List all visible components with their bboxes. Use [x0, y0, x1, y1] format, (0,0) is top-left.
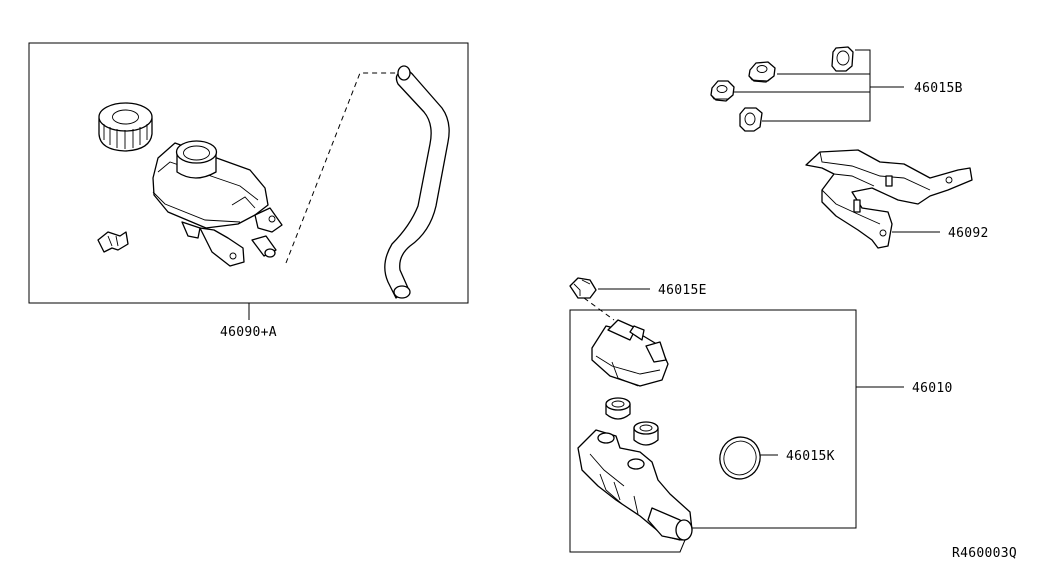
reservoir-tank[interactable] [152, 140, 283, 267]
flange-nut-top[interactable] [748, 61, 776, 83]
reservoir-seal-1[interactable] [605, 397, 631, 420]
o-ring[interactable] [714, 431, 766, 484]
label-46015K: 46015K [786, 449, 835, 464]
label-46090A: 46090+A [220, 325, 277, 340]
diagram-code: R460003Q [952, 546, 1017, 561]
reservoir-group: 46090+A [28, 42, 469, 340]
grommet-dashed [583, 297, 615, 321]
mc-reservoir[interactable] [591, 319, 669, 387]
label-46010: 46010 [912, 381, 953, 396]
label-46015B: 46015B [914, 81, 963, 96]
label-46015E: 46015E [658, 283, 707, 298]
master-cylinder-body[interactable] [577, 429, 693, 541]
flange-nut-mid[interactable] [710, 80, 735, 102]
reservoir-clip[interactable] [97, 231, 129, 253]
hose-connection-dashed [285, 72, 398, 264]
grommet[interactable] [569, 277, 597, 299]
reservoir-cap[interactable] [98, 102, 153, 152]
bracket-group: 46092 [805, 149, 989, 249]
washer-top[interactable] [831, 46, 854, 72]
mounting-bracket[interactable] [805, 149, 973, 249]
reservoir-seal-2[interactable] [633, 421, 659, 446]
label-46092: 46092 [948, 226, 989, 241]
nut-washer-group: 46015B [710, 46, 963, 132]
master-cylinder-group: 46015K 46010 [569, 309, 953, 553]
reservoir-hose[interactable] [384, 65, 450, 299]
grommet-group: 46015E [569, 277, 707, 321]
washer-bottom[interactable] [739, 107, 763, 132]
nut-set-leaders [734, 49, 904, 122]
